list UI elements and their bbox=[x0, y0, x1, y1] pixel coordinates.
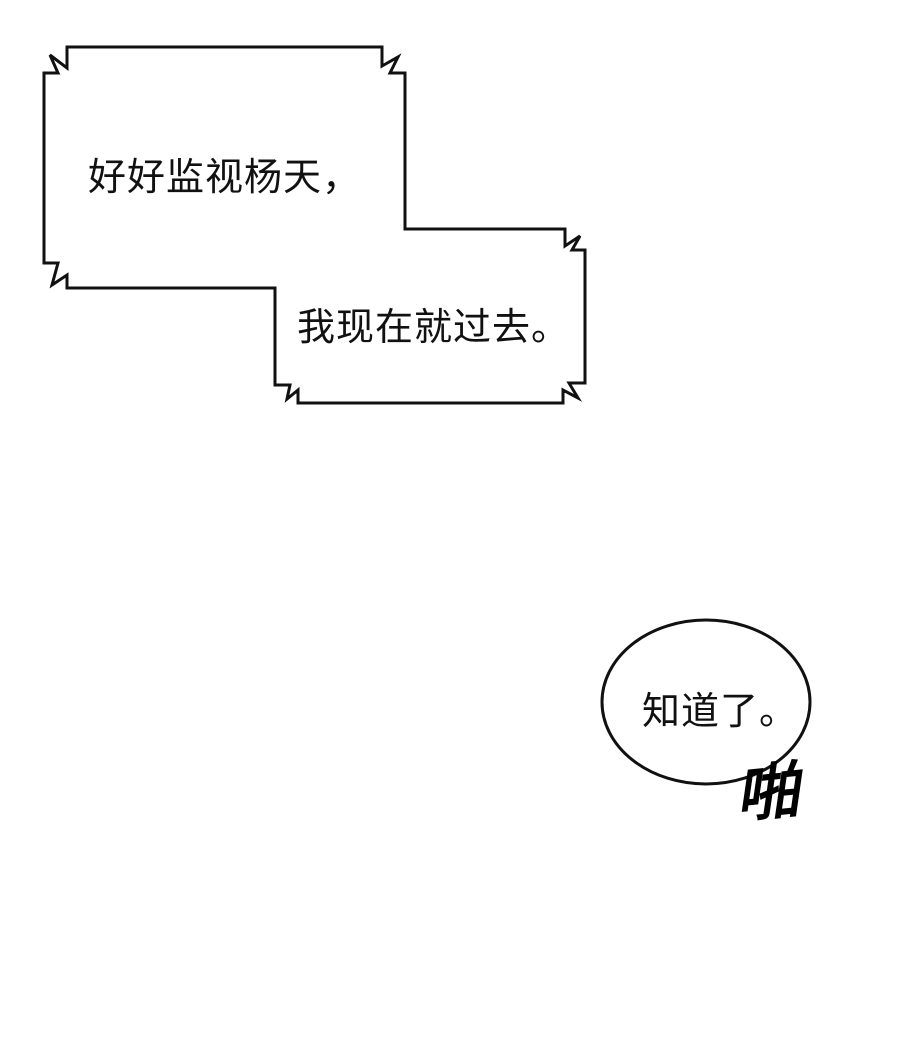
bubble-text-line-1: 好好监视杨天， bbox=[88, 155, 362, 199]
oval-speech-bubble bbox=[600, 618, 812, 786]
bubble-text-line-2: 我现在就过去。 bbox=[297, 305, 571, 349]
jagged-thought-bubble bbox=[42, 45, 587, 405]
oval-bubble-text: 知道了。 bbox=[642, 689, 799, 733]
